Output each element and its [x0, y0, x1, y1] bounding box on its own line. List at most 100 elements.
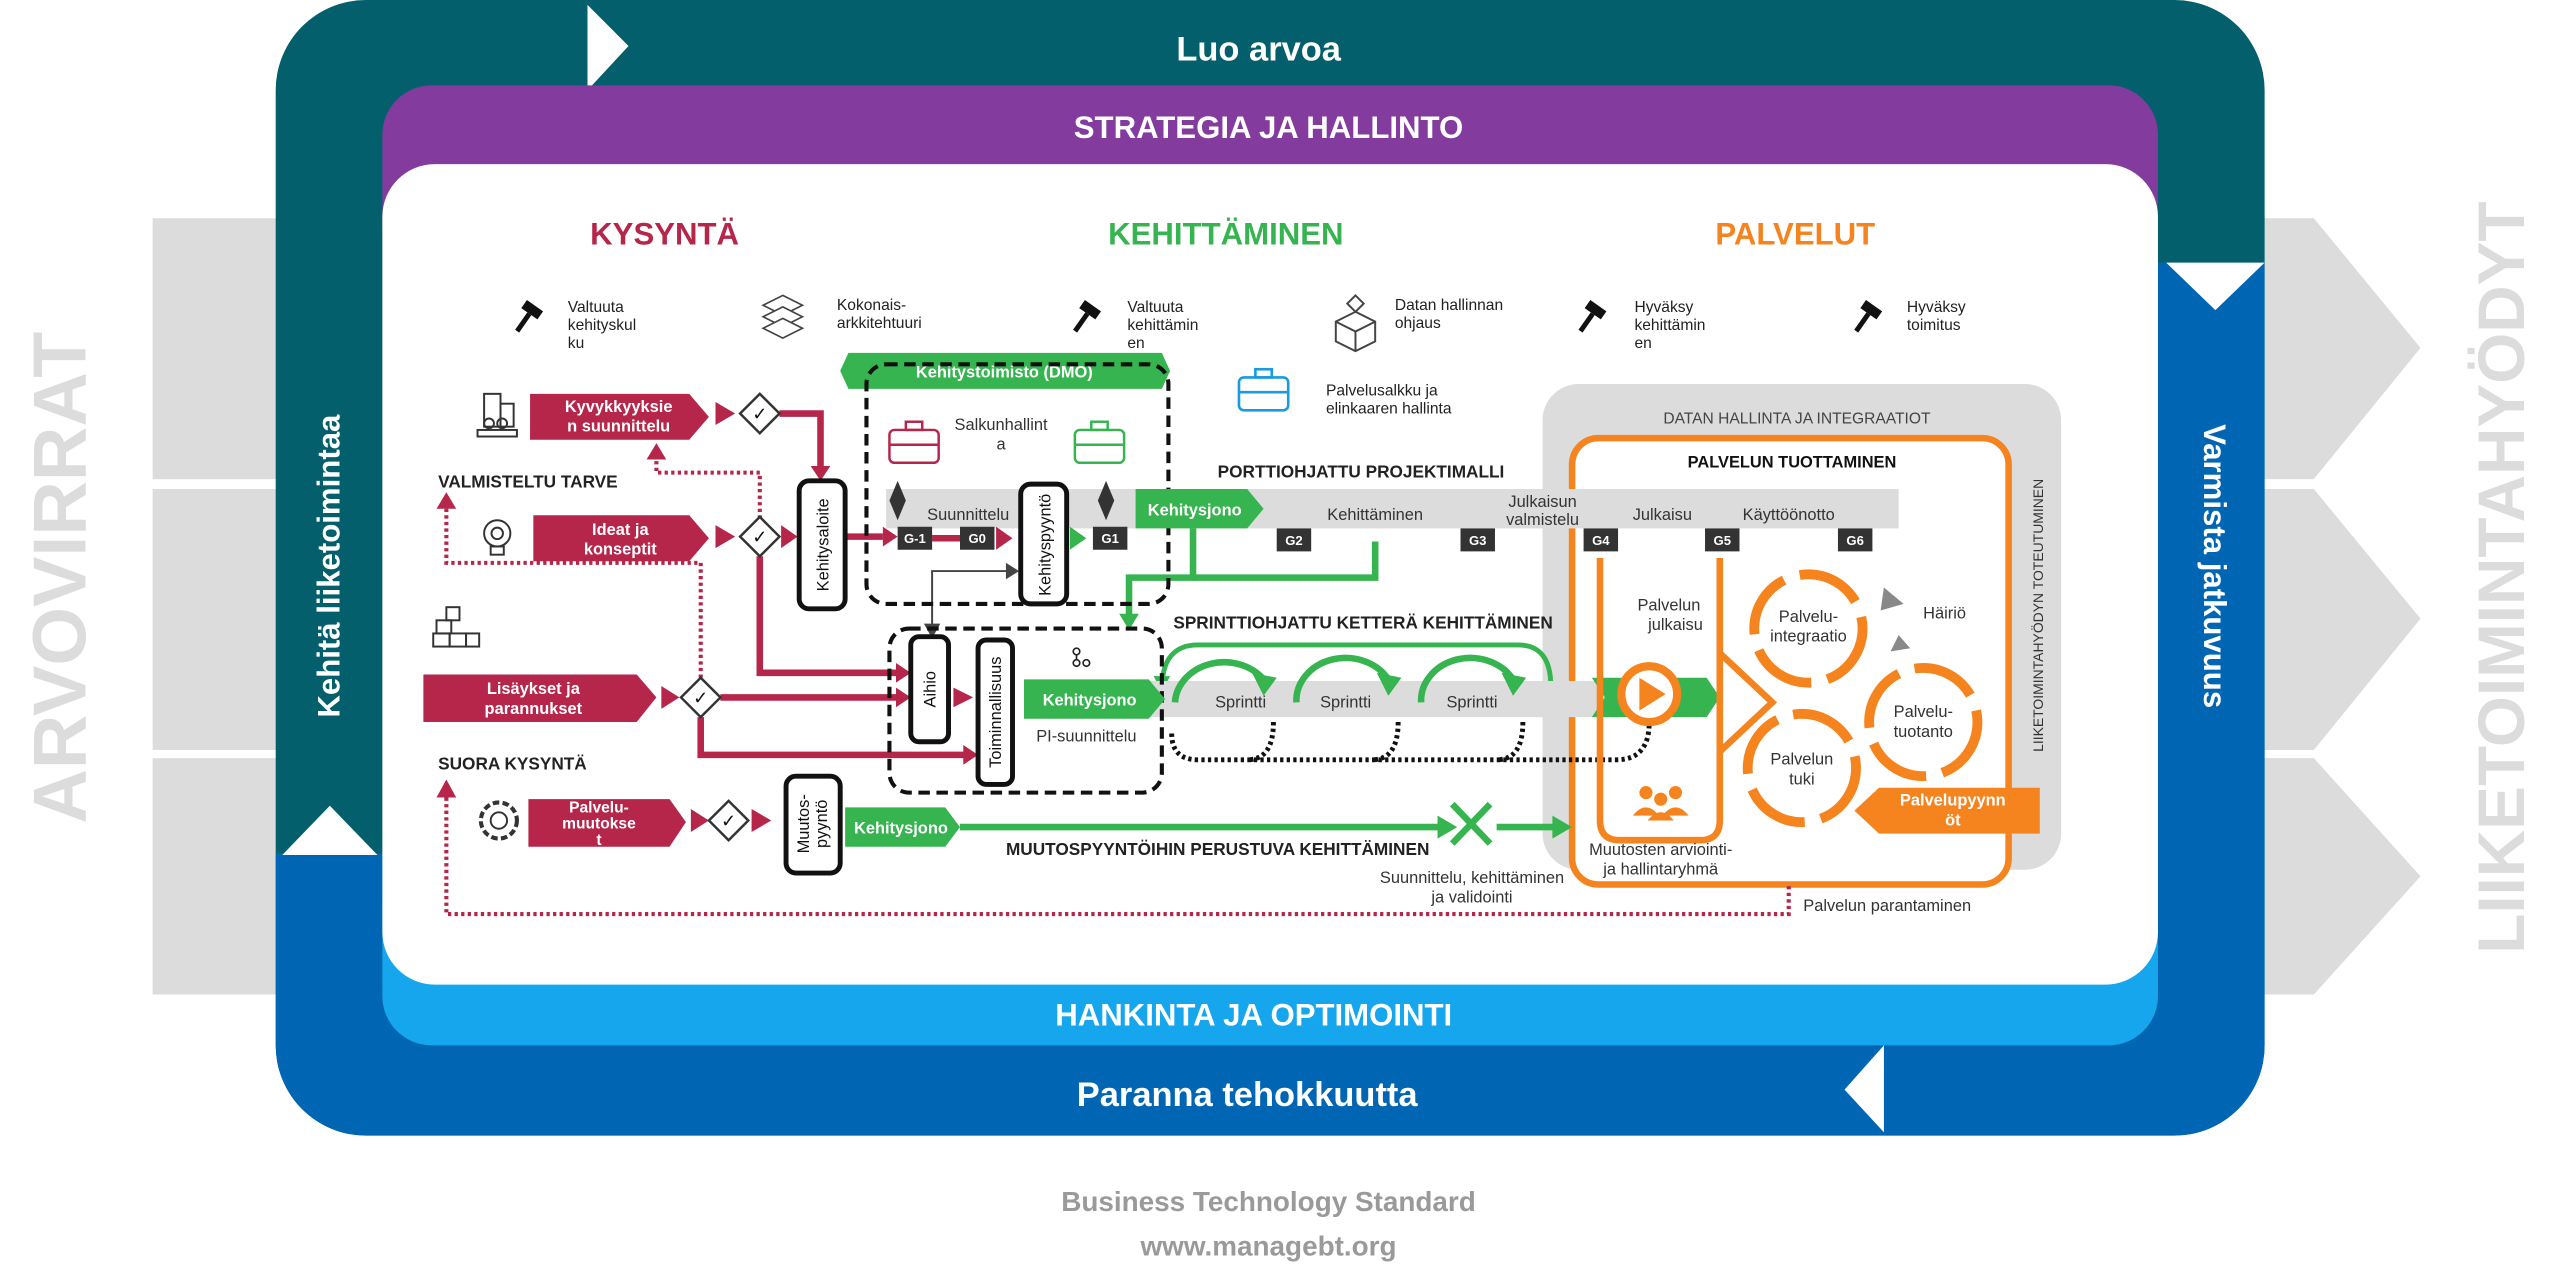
arrow-right-icon [587, 4, 629, 91]
people-building-icon [476, 392, 518, 438]
cab-label: Muutosten arviointi- [1589, 841, 1732, 859]
backlog-label: Kehitysjono [1148, 501, 1242, 519]
direct-demand-label: SUORA KYSYNTÄ [438, 754, 587, 774]
feature-box [975, 637, 1015, 787]
epic-box [908, 634, 951, 745]
value-stream-blocks [152, 218, 2421, 995]
cycle-integration [1749, 569, 1868, 688]
governance-text: en [1634, 335, 1651, 352]
stage-release-prep: Julkaisun [1508, 493, 1576, 511]
services-heading: PALVELUT [1715, 217, 1875, 252]
service-changes-label: t [596, 832, 601, 849]
ensure-continuity-label: Varmista jatkuvuus [2197, 424, 2232, 708]
stage-developing: Kehittäminen [1327, 506, 1423, 524]
gate-label: G-1 [904, 531, 926, 546]
svg-text:Palvelu-integraatio: Palvelu-integraatio [1770, 608, 1847, 646]
portfolio-management-label: Salkunhallint [955, 416, 1048, 434]
governance-text: ku [568, 335, 584, 352]
gate-label: G5 [1714, 533, 1732, 548]
governance-text: Hyväksy [1907, 299, 1966, 316]
layers-icon [761, 294, 805, 339]
service-production-title: PALVELUN TUOTTAMINEN [1688, 454, 1897, 472]
governance-item: Kokonais-arkkitehtuuri [761, 294, 922, 339]
svg-text:Palvelu-tuotanto: Palvelu-tuotanto [1894, 703, 1953, 741]
governance-text: Valtuuta [568, 299, 624, 316]
governance-text: Datan hallinnan [1395, 297, 1503, 314]
request-label: Kehityspyyntö [1036, 494, 1054, 596]
improve-efficiency-label: Paranna tehokkuutta [1077, 1076, 1419, 1114]
integration-label: Palvelu- [1779, 608, 1838, 626]
sprint-label: Sprintti [1320, 693, 1371, 711]
change-request-label: Muutos- [795, 794, 813, 853]
value-streams-label: ARVOVIRRAT [17, 332, 101, 824]
service-changes-box [528, 799, 686, 847]
arrow-up-icon [282, 805, 378, 855]
demand-icons [432, 392, 519, 841]
additions-label: Lisäykset ja [487, 680, 581, 698]
support-label: tuki [1789, 770, 1815, 788]
request-box [1018, 481, 1070, 607]
dmo-banner [840, 352, 1171, 389]
svg-text:Muutos-pyyntö: Muutos-pyyntö [795, 794, 831, 853]
ideas-label: konseptit [584, 541, 657, 559]
gated-model-title: PORTTIOHJATTU PROJEKTIMALLI [1218, 462, 1505, 482]
sprint-label: Sprintti [1215, 693, 1266, 711]
svg-text:Muutosten arviointi-ja hallint: Muutosten arviointi-ja hallintaryhmä [1589, 841, 1732, 879]
service-requests-label: öt [1945, 811, 1961, 829]
hierarchy-icon [1072, 647, 1091, 668]
governance-text: toimitus [1907, 317, 1961, 334]
integration-label: integraatio [1770, 628, 1847, 646]
governance-text: en [1127, 335, 1144, 352]
lightbulb-gear-icon [483, 519, 512, 556]
gate-label: G6 [1846, 533, 1864, 548]
service-improvement-label: Palvelun parantaminen [1803, 897, 1971, 915]
ideas-box [533, 515, 709, 562]
ideas-label: Ideat ja [592, 521, 649, 539]
gavel-icon [515, 300, 544, 333]
gavel-icon [1854, 300, 1883, 333]
arrow-down-icon [2166, 262, 2265, 311]
production-label: tuotanto [1894, 723, 1953, 741]
gavel-icon [1073, 300, 1102, 333]
svg-text:Kokonais-arkkitehtuuri: Kokonais-arkkitehtuuri [837, 297, 922, 332]
initiative-label: Kehitysaloite [815, 498, 833, 591]
cab-label: ja hallintaryhmä [1602, 861, 1719, 879]
governance-text: ohjaus [1395, 315, 1441, 332]
stage-planning: Suunnittelu [927, 506, 1009, 524]
portfolio-management-group [864, 362, 1171, 606]
footer-url: www.managebt.org [1139, 1230, 1396, 1261]
decision-check-icon: ✓ ✓ ✓ ✓ [679, 392, 782, 842]
gate-label: G2 [1285, 533, 1303, 548]
decision-marker-icon [889, 480, 906, 521]
backlog-label: Kehitysjono [854, 820, 948, 838]
data-box-icon [1334, 293, 1377, 353]
additions-label: parannukset [485, 700, 583, 718]
design-validate-label: Suunnittelu, kehittäminen [1380, 869, 1564, 887]
stage-release: Julkaisu [1633, 506, 1692, 524]
change-request-label: pyyntö [813, 800, 831, 848]
svg-text:✓: ✓ [752, 527, 767, 547]
backlog-arrow [1024, 679, 1166, 719]
support-label: Palvelun [1770, 751, 1833, 769]
service-portfolio-text: elinkaaren hallinta [1326, 401, 1452, 418]
incident-arrow-icon [1890, 635, 1911, 652]
capability-planning-label: Kyvykkyyksie [565, 398, 673, 416]
business-benefits-label: LIIKETOIMINTAHYÖDYT [2465, 202, 2538, 954]
initiative-box [796, 478, 848, 612]
pencil-ruler-icon [1449, 801, 1493, 846]
gavel-icon [1578, 300, 1607, 333]
dmo-label: Kehitystoimisto (DMO) [916, 363, 1093, 381]
stage-deployment: Käyttöönotto [1743, 506, 1835, 524]
demand-flows [436, 402, 1791, 917]
stage-release-prep: valmistelu [1506, 511, 1579, 529]
service-requests-label: Palvelupyynn [1900, 792, 2006, 810]
portfolio-management-label: a [996, 436, 1006, 454]
